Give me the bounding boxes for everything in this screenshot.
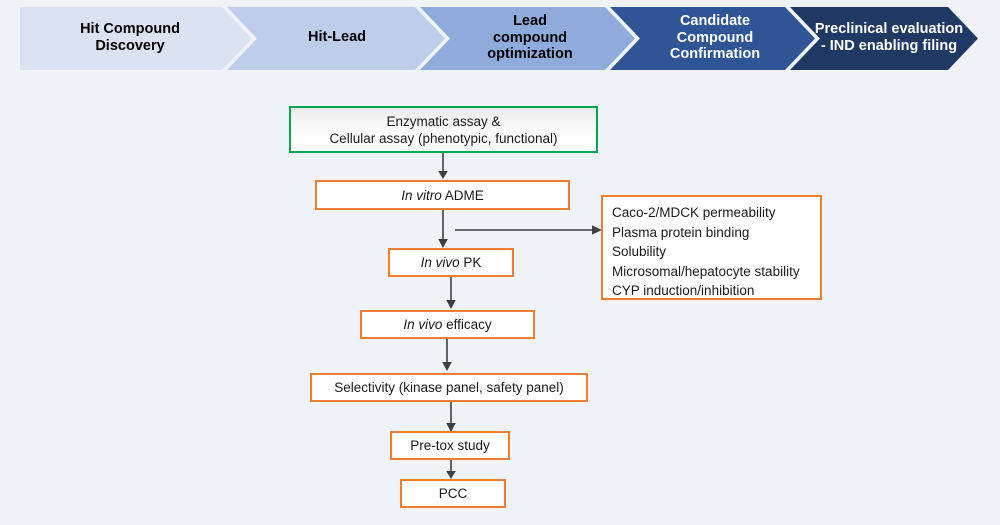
arrow-pre-tox-study-to-pcc: [445, 460, 457, 480]
node-in-vitro-adme-rest: ADME: [441, 187, 484, 203]
stage-chevron-hit-compound-discovery[interactable]: [20, 7, 252, 70]
node-enzymatic-cellular-assay[interactable]: Enzymatic assay & Cellular assay (phenot…: [289, 106, 598, 153]
arrow-to-adme-assay-list: [455, 224, 603, 236]
node-in-vitro-adme-italic: In vitro: [401, 187, 442, 203]
node-in-vivo-efficacy-italic: In vivo: [403, 317, 443, 332]
arrow-in-vivo-efficacy-to-selectivity: [441, 339, 453, 372]
list-item: Solubility: [612, 244, 667, 259]
node-in-vitro-adme[interactable]: In vitro ADME: [315, 180, 570, 210]
node-pre-tox-study-label: Pre-tox study: [410, 438, 490, 453]
list-item: Plasma protein binding: [612, 224, 750, 240]
node-pre-tox-study[interactable]: Pre-tox study: [390, 431, 510, 460]
arrow-in-vitro-adme-to-in-vivo-pk: [437, 210, 449, 249]
stage-chevron-preclinical-evaluation[interactable]: [790, 7, 978, 70]
list-item: Microsomal/hepatocyte stability: [612, 263, 800, 279]
node-in-vivo-pk-italic: In vivo: [420, 255, 460, 270]
stage-chevron-lead-compound-optimization[interactable]: [420, 7, 635, 70]
list-item: Caco-2/MDCK permeability: [612, 205, 776, 220]
node-in-vivo-pk-rest: PK: [459, 255, 482, 270]
node-in-vivo-pk[interactable]: In vivo PK: [388, 248, 514, 277]
assay-line-1: Enzymatic assay &: [386, 113, 501, 129]
list-item: CYP induction/inhibition: [612, 283, 755, 298]
node-adme-assay-list[interactable]: Caco-2/MDCK permeability Plasma protein …: [601, 195, 822, 300]
arrow-assay-to-in-vitro-adme: [437, 153, 449, 180]
node-pcc-label: PCC: [438, 486, 468, 501]
assay-line-2: Cellular assay (phenotypic, functional): [329, 130, 558, 146]
stage-chevron-candidate-compound-confirmation[interactable]: [610, 7, 815, 70]
node-in-vivo-efficacy-rest: efficacy: [442, 317, 492, 332]
arrow-in-vivo-pk-to-in-vivo-efficacy: [445, 277, 457, 310]
node-pcc[interactable]: PCC: [400, 479, 506, 508]
node-selectivity-label: Selectivity (kinase panel, safety panel): [334, 380, 564, 395]
stage-chevron-hit-lead[interactable]: [227, 7, 445, 70]
arrow-selectivity-to-pre-tox-study: [445, 402, 457, 433]
node-in-vivo-efficacy[interactable]: In vivo efficacy: [360, 310, 535, 339]
node-selectivity[interactable]: Selectivity (kinase panel, safety panel): [310, 373, 588, 402]
